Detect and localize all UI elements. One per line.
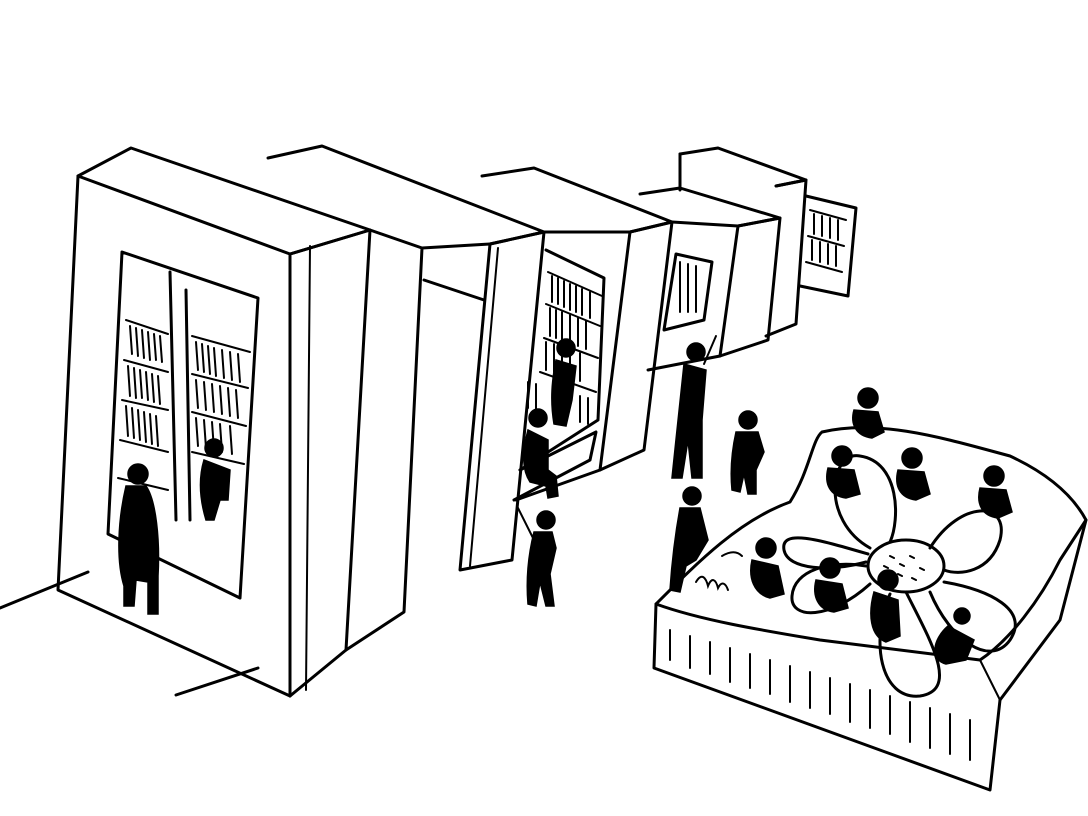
far-walls xyxy=(638,146,858,372)
people-silhouettes xyxy=(118,335,1013,665)
ground-lines xyxy=(0,570,260,697)
seated-readers xyxy=(750,387,1013,665)
book-page-edges xyxy=(669,629,971,761)
third-wall-books xyxy=(527,271,603,425)
window-books xyxy=(117,319,251,491)
person-far-arch xyxy=(671,335,717,479)
person-on-ledge xyxy=(523,408,559,499)
person-at-shelf xyxy=(551,338,577,427)
book-scribble xyxy=(695,551,743,591)
front-bookshelf-wall xyxy=(56,146,372,698)
person-in-window xyxy=(199,438,231,521)
person-walking-center xyxy=(517,507,557,607)
person-by-book xyxy=(669,486,709,593)
person-front-left xyxy=(118,463,160,615)
giant-book-platform xyxy=(652,426,1088,792)
person-walking-right xyxy=(730,410,765,495)
second-wall xyxy=(266,144,546,652)
